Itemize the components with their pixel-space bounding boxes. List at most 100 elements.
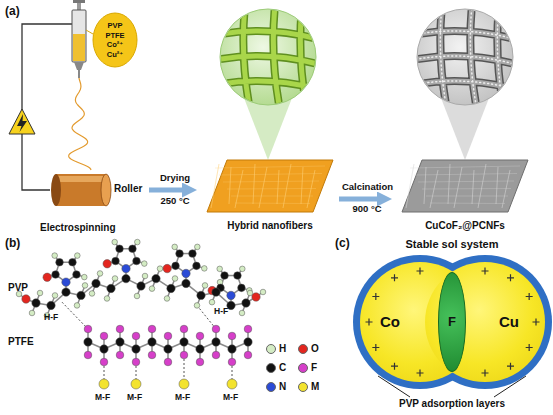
atom xyxy=(163,264,171,272)
mat-fiber xyxy=(410,166,520,168)
atom xyxy=(148,325,156,333)
atom xyxy=(133,257,141,265)
mat-fiber xyxy=(259,167,267,208)
atom xyxy=(180,325,188,333)
fiber xyxy=(412,5,518,110)
legend-text: O xyxy=(311,343,319,354)
atom xyxy=(43,273,51,281)
atom xyxy=(116,351,124,359)
atom xyxy=(131,379,141,389)
mat-fiber xyxy=(430,203,505,205)
atom xyxy=(22,295,30,303)
wire xyxy=(22,24,72,190)
atom xyxy=(260,289,266,295)
mat-fiber xyxy=(502,170,510,208)
mat-fiber xyxy=(219,174,322,176)
atom xyxy=(176,250,184,258)
mat-fiber xyxy=(478,164,486,208)
atom xyxy=(112,257,120,265)
atom xyxy=(212,338,220,346)
roller-body xyxy=(56,174,106,206)
atom xyxy=(97,271,103,277)
atom xyxy=(164,345,172,353)
atom xyxy=(82,274,88,280)
atom xyxy=(52,293,58,299)
mat-fiber xyxy=(283,164,291,208)
legend-text: H xyxy=(279,343,286,354)
mat-fiber xyxy=(414,174,517,176)
mat-fiber xyxy=(235,203,310,205)
atom xyxy=(194,303,200,309)
mat-surface xyxy=(402,160,528,212)
atom xyxy=(100,358,108,366)
atom xyxy=(228,332,236,340)
atom xyxy=(100,332,108,340)
atom xyxy=(112,239,118,245)
atom xyxy=(73,271,81,279)
atom xyxy=(99,379,109,389)
fiber-mesh xyxy=(412,5,518,110)
atom xyxy=(202,266,208,272)
legend-item: F xyxy=(298,361,328,375)
text-label: PTFE xyxy=(8,336,34,347)
atom xyxy=(56,258,64,266)
legend-item: H xyxy=(266,342,296,356)
mat-fiber xyxy=(231,196,313,197)
atom xyxy=(135,239,141,245)
atom xyxy=(157,266,163,272)
atom xyxy=(82,283,88,289)
legend-text: C xyxy=(279,362,286,373)
atom xyxy=(129,245,137,253)
atom xyxy=(75,253,81,259)
text-label: (b) xyxy=(5,236,20,250)
atom xyxy=(122,274,130,282)
atom xyxy=(89,291,95,297)
lightning-bolt xyxy=(17,114,27,132)
process-arrow xyxy=(339,197,386,202)
atom xyxy=(202,283,208,289)
fiber-mesh xyxy=(215,5,321,110)
node-label: CuCoF₂@PCNFs xyxy=(400,220,530,231)
mat-fiber xyxy=(229,167,231,204)
atom xyxy=(221,272,229,280)
atom xyxy=(134,293,140,299)
atom xyxy=(212,351,220,359)
bonds xyxy=(19,242,263,384)
fiber-mat: Hybrid nanofibers xyxy=(205,158,335,240)
polymer-solution xyxy=(73,34,85,61)
text-label: 250 °C xyxy=(160,195,189,206)
solution-callout: PVP PTFE Co²⁺ Cu²⁺ xyxy=(92,12,138,68)
text-label: M-F xyxy=(223,392,238,402)
atom xyxy=(180,351,188,359)
legend-swatch xyxy=(298,382,308,392)
callout-pointer xyxy=(86,30,93,34)
atom xyxy=(228,345,236,353)
atom xyxy=(244,351,252,359)
atom xyxy=(142,273,148,279)
text-label: H-F xyxy=(214,306,228,316)
atoms xyxy=(16,239,266,389)
legend-text: N xyxy=(279,381,286,392)
atom xyxy=(217,266,223,272)
text-label: (c) xyxy=(335,236,350,250)
weak-bond xyxy=(62,302,88,329)
node-label: Hybrid nanofibers xyxy=(205,220,335,231)
mat-fiber xyxy=(223,181,319,182)
node-label: F xyxy=(439,314,465,329)
atom xyxy=(100,345,108,353)
atom xyxy=(32,299,40,307)
syringe-nozzle xyxy=(74,62,84,70)
atom xyxy=(189,250,197,258)
mat-fiber xyxy=(454,167,462,208)
atom xyxy=(84,351,92,359)
legend-item: M xyxy=(298,380,328,394)
mat-fiber xyxy=(277,170,279,204)
text-label: Electrospinning xyxy=(40,222,116,233)
mat-fiber xyxy=(215,166,325,168)
legend-text: M xyxy=(311,381,319,392)
atom xyxy=(196,332,204,340)
atom xyxy=(62,278,70,286)
fiber-mat: CuCoF₂@PCNFs xyxy=(400,158,530,240)
atom xyxy=(244,338,252,346)
atom xyxy=(164,332,172,340)
